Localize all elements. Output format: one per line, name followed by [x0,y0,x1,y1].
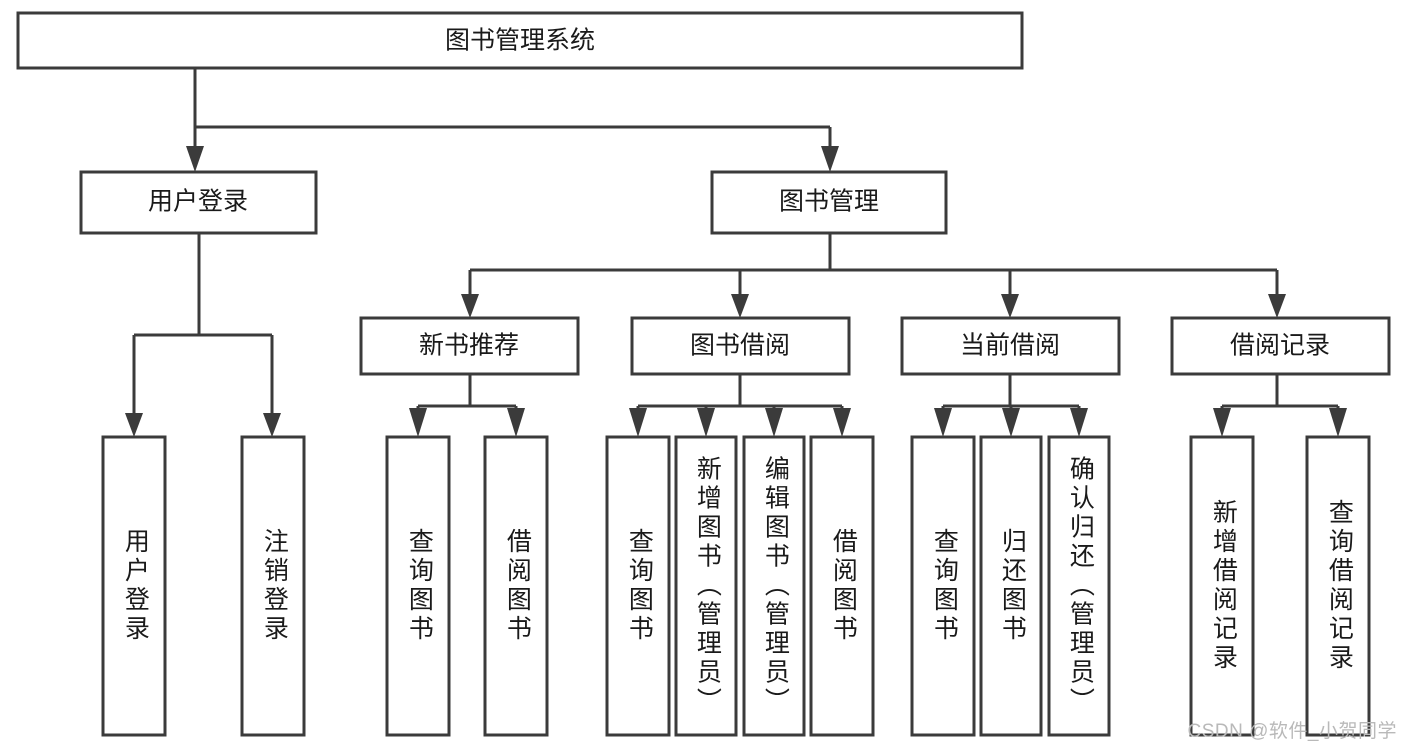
node-current-borrow[interactable]: 当前借阅 [900,316,1121,376]
leaf-box-borrow-record-1[interactable] [1189,435,1255,737]
arrow-head-book-borrow-leaf-3 [765,408,783,437]
leaf-box-current-borrow-3[interactable] [1047,435,1111,737]
node-box-new-book-recommend[interactable] [359,316,580,376]
leaf-label-current-borrow-3: 确认归还（管理员） [1066,456,1095,717]
node-label-root: 图书管理系统 [445,27,595,55]
leaf-label-user-login-1: 用户登录 [121,528,150,644]
arrow-head-borrow-record-leaf-1 [1213,408,1231,437]
leaf-label-current-borrow-2: 归还图书 [998,528,1027,644]
leaf-current-borrow-3[interactable]: 确认归还（管理员） [1047,435,1111,737]
leaf-label-user-login-2: 注销登录 [260,528,289,644]
arrow-head-current-borrow-leaf-1 [934,408,952,437]
node-borrow-record[interactable]: 借阅记录 [1170,316,1391,376]
leaf-label-book-borrow-3: 编辑图书（管理员） [761,456,790,717]
node-label-current-borrow: 当前借阅 [960,332,1060,360]
arrow-head-book-borrow-leaf-4 [833,408,851,437]
node-box-borrow-record[interactable] [1170,316,1391,376]
node-user-login[interactable]: 用户登录 [79,170,318,235]
leaf-box-new-book-recommend-2[interactable] [483,435,549,737]
arrow-head-book-borrow-leaf-2 [697,408,715,437]
arrow-head-current-borrow [1001,294,1019,318]
arrow-head-current-borrow-leaf-2 [1002,408,1020,437]
leaf-label-current-borrow-1: 查询图书 [930,528,959,644]
leaf-current-borrow-1[interactable]: 查询图书 [910,435,976,737]
leaf-box-borrow-record-2[interactable] [1305,435,1371,737]
arrow-head-new-book-leaf-1 [409,408,427,437]
leaf-book-borrow-2[interactable]: 新增图书（管理员） [674,435,738,737]
node-box-user-login[interactable] [79,170,318,235]
node-new-book-recommend[interactable]: 新书推荐 [359,316,580,376]
node-label-borrow-record: 借阅记录 [1230,332,1330,360]
node-label-book-borrow: 图书借阅 [690,332,790,360]
leaf-book-borrow-1[interactable]: 查询图书 [605,435,671,737]
leaf-label-borrow-record-1: 新增借阅记录 [1209,499,1238,673]
leaf-label-new-book-recommend-2: 借阅图书 [503,528,532,644]
connector-group-current-borrow [934,374,1088,437]
leaf-new-book-recommend-2[interactable]: 借阅图书 [483,435,549,737]
node-box-book-borrow[interactable] [630,316,851,376]
leaf-borrow-record-1[interactable]: 新增借阅记录 [1189,435,1255,737]
leaf-box-book-borrow-1[interactable] [605,435,671,737]
arrow-head-new-book-leaf-2 [507,408,525,437]
leaf-label-book-borrow-4: 借阅图书 [829,528,858,644]
connector-group-user-login [125,233,281,437]
leaf-book-borrow-4[interactable]: 借阅图书 [809,435,875,737]
leaf-box-current-borrow-2[interactable] [979,435,1043,737]
arrow-head-current-borrow-leaf-3 [1070,408,1088,437]
node-label-book-management: 图书管理 [779,188,879,216]
arrow-head-book-borrow-leaf-1 [629,408,647,437]
leaf-user-login-2[interactable]: 注销登录 [240,435,306,737]
connector-group-book-borrow [629,374,851,437]
arrow-head-new-book-recommend [461,294,479,318]
leaf-label-book-borrow-1: 查询图书 [625,528,654,644]
node-root-book-management-system[interactable]: 图书管理系统 [16,11,1024,70]
leaf-box-user-login-1[interactable] [101,435,167,737]
arrow-head-user-login-leaf-2 [263,413,281,437]
arrow-head-user-login [186,146,204,172]
node-box-current-borrow[interactable] [900,316,1121,376]
leaf-label-new-book-recommend-1: 查询图书 [405,528,434,644]
leaf-box-book-borrow-2[interactable] [674,435,738,737]
arrow-head-borrow-record-leaf-2 [1329,408,1347,437]
node-book-borrow[interactable]: 图书借阅 [630,316,851,376]
connector-group-borrow-record [1213,374,1347,437]
leaf-user-login-1[interactable]: 用户登录 [101,435,167,737]
leaf-box-current-borrow-1[interactable] [910,435,976,737]
connector-group-root [186,68,839,172]
node-label-user-login: 用户登录 [148,188,248,216]
connector-group-new-book-recommend [409,374,525,437]
leaf-box-new-book-recommend-1[interactable] [385,435,451,737]
arrow-head-book-manage [821,146,839,172]
connector-group-book-manage [461,233,1286,318]
leaf-book-borrow-3[interactable]: 编辑图书（管理员） [742,435,806,737]
node-label-new-book-recommend: 新书推荐 [419,332,519,360]
leaf-box-book-borrow-4[interactable] [809,435,875,737]
node-box-root[interactable] [16,11,1024,70]
node-box-book-management[interactable] [710,170,948,235]
arrow-head-book-borrow [731,294,749,318]
leaf-label-book-borrow-2: 新增图书（管理员） [693,456,722,717]
arrow-head-user-login-leaf-1 [125,413,143,437]
leaf-label-borrow-record-2: 查询借阅记录 [1325,499,1354,673]
leaf-box-user-login-2[interactable] [240,435,306,737]
leaf-new-book-recommend-1[interactable]: 查询图书 [385,435,451,737]
leaf-current-borrow-2[interactable]: 归还图书 [979,435,1043,737]
arrow-head-borrow-record [1268,294,1286,318]
leaf-borrow-record-2[interactable]: 查询借阅记录 [1305,435,1371,737]
leaf-box-book-borrow-3[interactable] [742,435,806,737]
node-book-management[interactable]: 图书管理 [710,170,948,235]
